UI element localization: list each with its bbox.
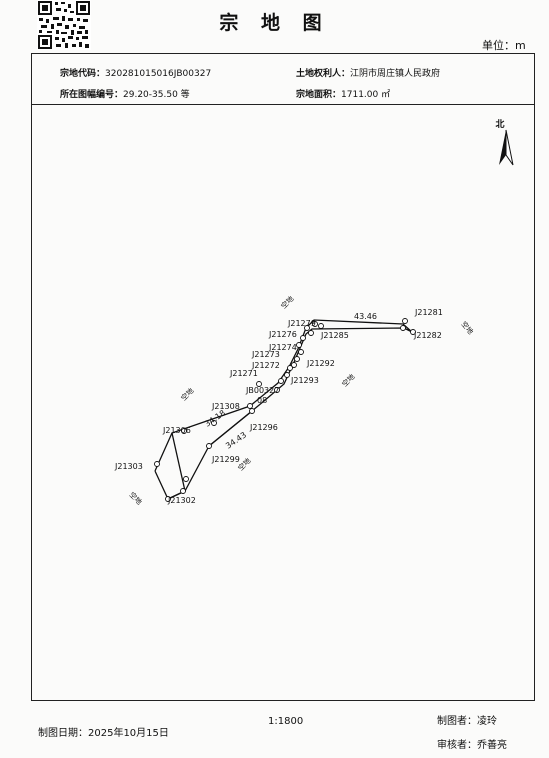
neighbor-label: 空地: [459, 320, 475, 337]
vertex-label: J21285: [320, 331, 349, 340]
dimension-label: 34.43: [224, 430, 248, 450]
parcel-code: 宗地代码：320281015016JB00327: [60, 66, 211, 79]
map-date-value: 2025年10月15日: [88, 728, 169, 739]
vertex-label: J21271: [229, 369, 258, 378]
vertex-label: J21302: [167, 496, 196, 505]
land-owner: 土地权利人：江阴市周庄镇人民政府: [296, 66, 440, 79]
vertex-markers: [154, 318, 416, 502]
page-title: 宗 地 图: [219, 12, 330, 34]
parcel-area: 宗地面积：1711.00 ㎡: [296, 87, 390, 100]
vertex-labels: J21281 J21282 J21285 J21279 J21276 J2127…: [114, 308, 443, 505]
vertex-label: J21299: [211, 455, 240, 464]
vertex-label: J21272: [251, 361, 280, 370]
parcel-sublabel: 08: [257, 396, 267, 405]
parcel-label: JB00327: [245, 386, 279, 395]
parcel-area-value: 1711.00 ㎡: [341, 90, 391, 100]
vertex-label: J21308: [211, 402, 240, 411]
north-label: 北: [495, 118, 504, 130]
land-owner-label: 土地权利人：: [296, 69, 351, 79]
drafter: 制图者：凌玲: [437, 712, 497, 727]
neighbor-label: 空地: [279, 294, 295, 310]
drafter-value: 凌玲: [477, 716, 497, 727]
vertex-label: J21279: [287, 319, 316, 328]
vertex-label: J21281: [414, 308, 443, 317]
neighbor-label: 空地: [179, 386, 195, 402]
north-arrow-icon: 北: [495, 118, 514, 166]
vertex-label: J21273: [251, 350, 280, 359]
sheet-number: 所在图幅编号：29.20-35.50 等: [60, 87, 190, 100]
vertex-label: J21292: [306, 359, 335, 368]
land-owner-value: 江阴市周庄镇人民政府: [350, 69, 441, 79]
vertex-label: J21276: [268, 330, 297, 339]
unit-label: 单位：m: [482, 39, 526, 52]
vertex-label: J21274: [268, 343, 297, 352]
sheet-number-label: 所在图幅编号：: [60, 90, 124, 100]
drafter-label: 制图者：: [437, 716, 477, 727]
header-divider: [31, 104, 535, 105]
vertex-label: J21296: [249, 423, 278, 432]
parcel-code-label: 宗地代码：: [60, 69, 106, 79]
reviewer-label: 审核者：: [437, 740, 477, 751]
neighbor-label: 空地: [340, 372, 356, 388]
vertex-label: J21303: [114, 462, 143, 471]
qr-code: [37, 0, 91, 50]
vertex-label: J21293: [290, 376, 319, 385]
vertex-label: J21306: [162, 426, 191, 435]
map-date-label: 制图日期：: [38, 728, 88, 739]
dimension-label: 43.46: [354, 312, 377, 321]
reviewer: 审核者：乔善亮: [437, 736, 507, 751]
map-date: 制图日期：2025年10月15日: [38, 724, 169, 739]
parcel-code-value: 320281015016JB00327: [105, 69, 212, 79]
vertex-label: J21282: [413, 331, 442, 340]
map-frame: [31, 53, 535, 701]
parcel-area-label: 宗地面积：: [296, 90, 342, 100]
sheet-number-value: 29.20-35.50 等: [123, 90, 190, 100]
map-scale: 1:1800: [268, 716, 304, 727]
reviewer-value: 乔善亮: [477, 740, 507, 751]
neighbor-label: 空地: [128, 490, 144, 506]
parcel-map: 北 J21281 J21282 J21285 J21279 J21276 J21…: [114, 118, 514, 506]
